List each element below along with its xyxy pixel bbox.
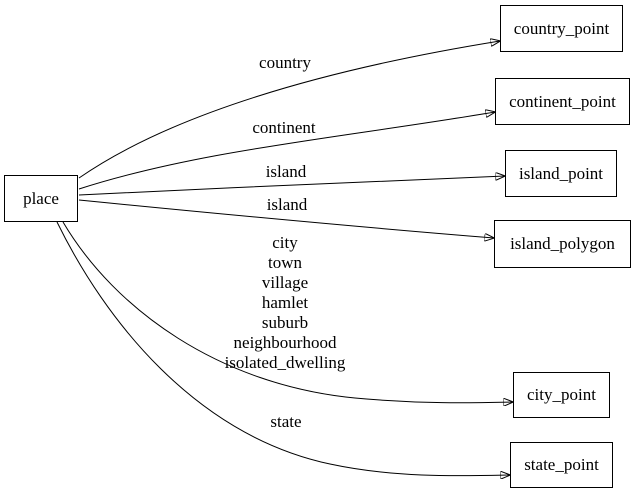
node-continent-point-label: continent_point — [509, 91, 616, 111]
node-island-point-label: island_point — [518, 163, 604, 183]
node-city-point-label: city_point — [527, 385, 596, 404]
node-place-label: place — [23, 188, 59, 208]
node-country-point: country_point — [500, 5, 623, 52]
node-island-polygon-label: island_polygon — [510, 234, 615, 253]
edge-label-city-variants: city town village hamlet suburb neighbou… — [224, 233, 346, 372]
edge-place-island_point — [78, 176, 505, 196]
edge-place-continent_point — [78, 112, 495, 190]
node-city-point: city_point — [513, 372, 610, 418]
edge-label-island-polygon: island — [266, 195, 308, 214]
edge-label-continent: continent — [252, 118, 316, 137]
node-continent-point: continent_point — [495, 78, 630, 125]
edge-label-country: country — [259, 53, 311, 72]
node-place: place — [4, 175, 78, 222]
edge-label-state: state — [270, 412, 302, 431]
edge-place-state_point — [56, 221, 510, 476]
node-island-polygon: island_polygon — [494, 220, 631, 268]
edge-place-city_point — [62, 221, 513, 403]
node-country-point-label: country_point — [513, 18, 610, 38]
node-island-point: island_point — [505, 150, 617, 197]
node-state-point-label: state_point — [524, 455, 599, 474]
edge-label-island-point: island — [265, 162, 307, 181]
edge-place-island_polygon — [78, 199, 494, 238]
edge-place-country_point — [78, 41, 500, 179]
node-state-point: state_point — [510, 442, 613, 488]
